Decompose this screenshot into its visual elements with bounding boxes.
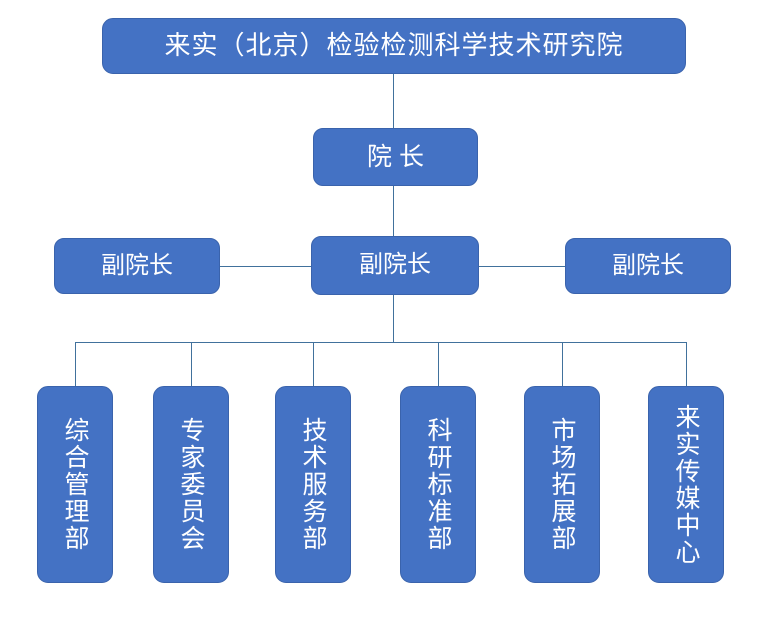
connector-bus-to-department-2 — [191, 342, 192, 387]
org-node-vice-director-2[interactable]: 副院长 — [311, 236, 479, 295]
org-node-department-2[interactable]: 专家委员会 — [153, 386, 229, 583]
connector-department-bus — [75, 342, 686, 343]
connector-vice-mid-to-vice-left — [219, 266, 312, 267]
org-node-institute-label: 来实（北京）检验检测科学技术研究院 — [164, 30, 624, 61]
org-node-department-6-label: 来实传媒中心 — [672, 403, 700, 566]
org-node-vice-director-1[interactable]: 副院长 — [54, 238, 220, 294]
org-node-director-label: 院 长 — [367, 143, 424, 171]
org-node-director[interactable]: 院 长 — [313, 128, 478, 186]
org-node-department-3[interactable]: 技术服务部 — [275, 386, 351, 583]
connector-bus-to-department-3 — [313, 342, 314, 387]
org-node-vice-director-3[interactable]: 副院长 — [565, 238, 731, 294]
org-node-department-1-label: 综合管理部 — [61, 417, 89, 552]
org-node-department-6[interactable]: 来实传媒中心 — [648, 386, 724, 583]
org-node-department-1[interactable]: 综合管理部 — [37, 386, 113, 583]
org-node-department-4-label: 科研标准部 — [424, 417, 452, 552]
connector-vice-mid-to-vice-right — [479, 266, 566, 267]
connector-root-to-director — [393, 74, 394, 128]
connector-director-to-vice-mid — [393, 186, 394, 236]
org-node-department-4[interactable]: 科研标准部 — [400, 386, 476, 583]
org-node-department-2-label: 专家委员会 — [177, 417, 205, 552]
org-node-department-3-label: 技术服务部 — [299, 417, 327, 552]
connector-bus-to-department-5 — [562, 342, 563, 387]
org-node-vice-director-2-label: 副院长 — [359, 251, 431, 279]
connector-vice-mid-to-bus — [393, 295, 394, 343]
org-node-vice-director-1-label: 副院长 — [101, 251, 173, 279]
org-node-institute[interactable]: 来实（北京）检验检测科学技术研究院 — [102, 18, 686, 74]
org-node-department-5[interactable]: 市场拓展部 — [524, 386, 600, 583]
org-node-vice-director-3-label: 副院长 — [612, 251, 684, 279]
connector-bus-to-department-4 — [438, 342, 439, 387]
org-node-department-5-label: 市场拓展部 — [548, 417, 576, 552]
connector-bus-to-department-1 — [75, 342, 76, 387]
connector-bus-to-department-6 — [686, 342, 687, 387]
